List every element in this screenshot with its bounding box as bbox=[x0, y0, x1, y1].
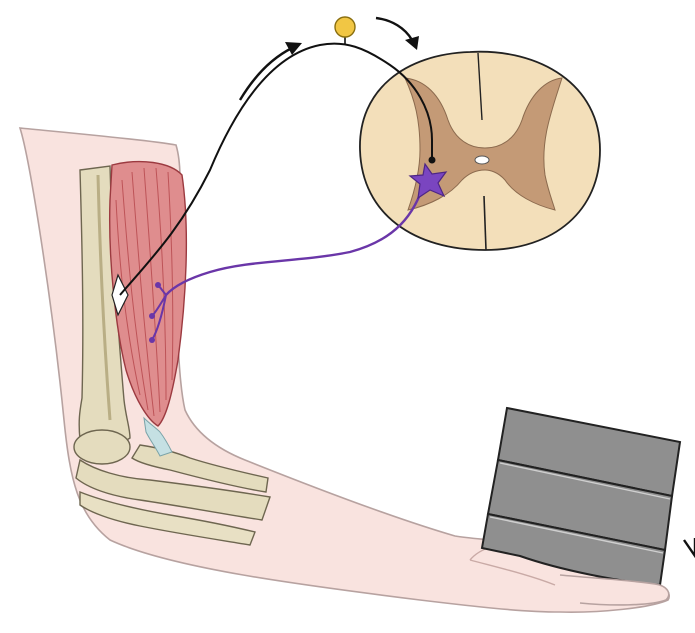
clipped-arrowhead bbox=[684, 538, 695, 556]
elbow-joint bbox=[74, 430, 130, 464]
sensory-ganglion-icon bbox=[335, 17, 355, 37]
arrow-curved-icon bbox=[376, 18, 419, 50]
sensory-terminal bbox=[429, 157, 436, 164]
central-canal bbox=[475, 156, 489, 164]
spinal-cord-section bbox=[360, 52, 600, 250]
